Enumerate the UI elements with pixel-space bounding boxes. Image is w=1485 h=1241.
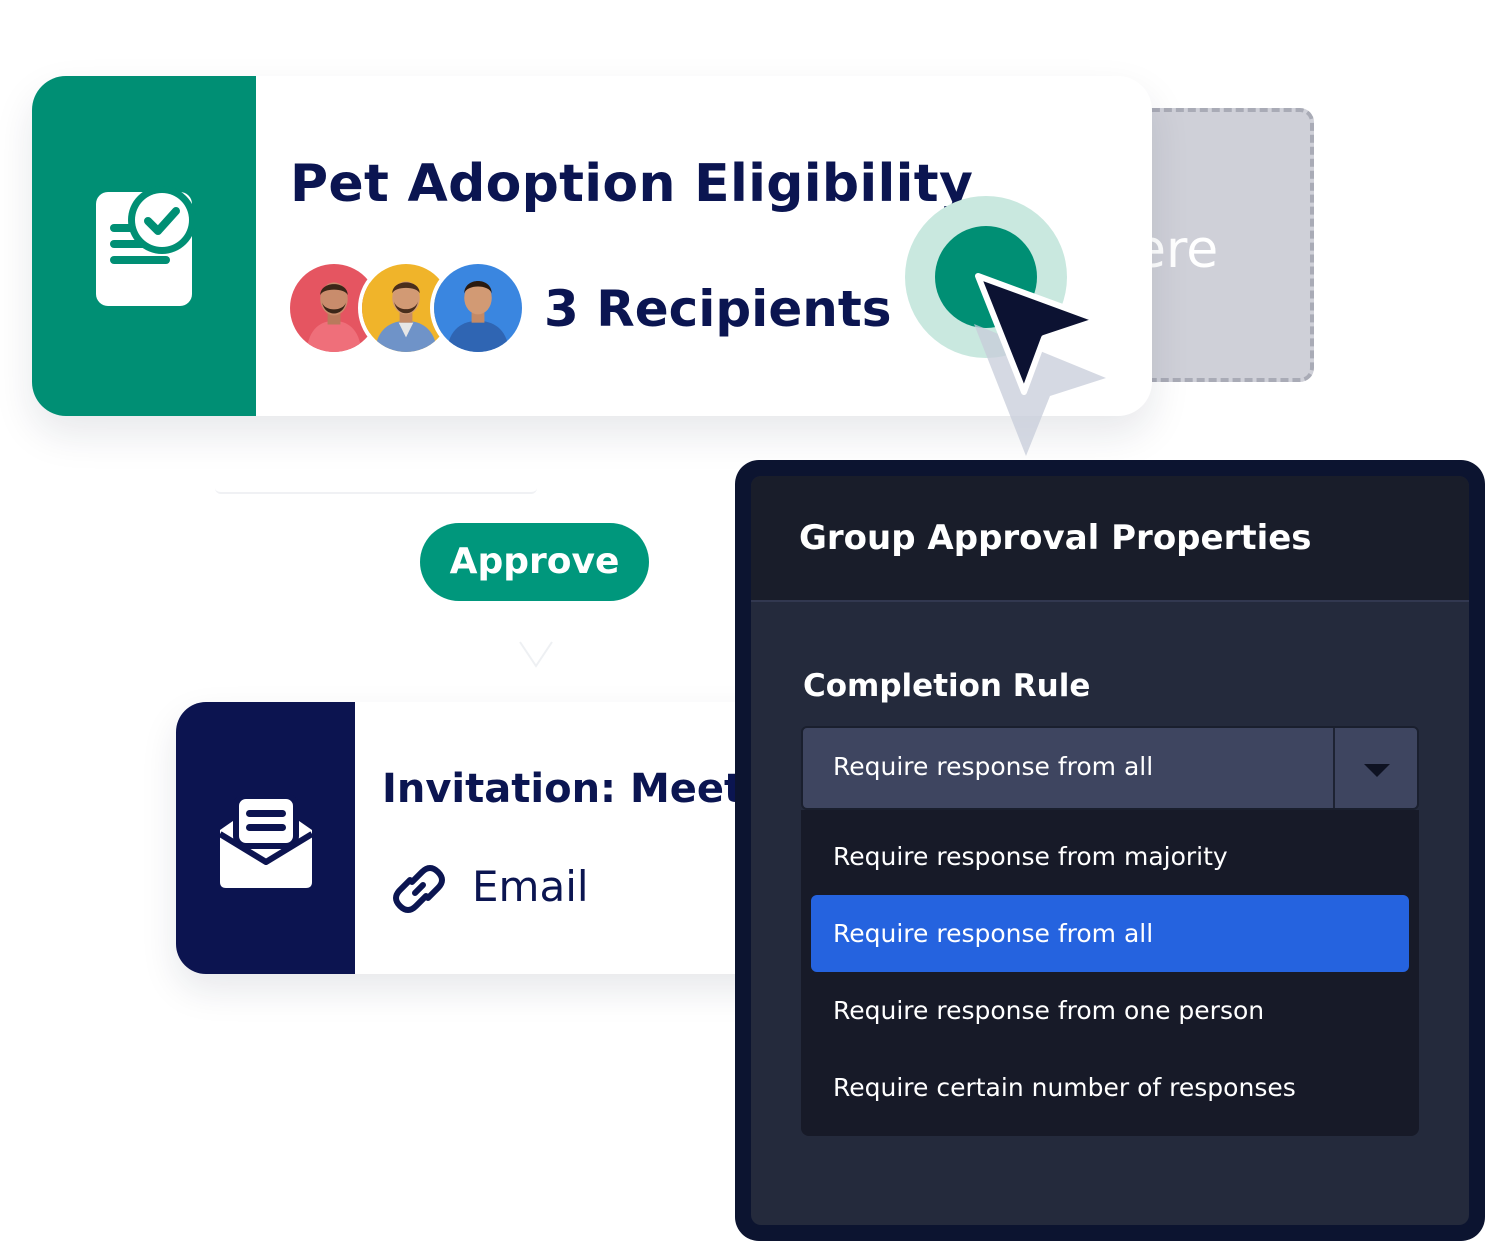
form-check-icon xyxy=(96,186,196,306)
mouse-pointer-icon xyxy=(975,273,1101,395)
option-all[interactable]: Require response from all xyxy=(811,895,1409,972)
form-title: Pet Adoption Eligibility xyxy=(290,154,974,214)
email-card[interactable]: Invitation: Meet u Email xyxy=(176,702,816,974)
email-card-sidebar xyxy=(176,702,355,974)
panel-title: Group Approval Properties xyxy=(799,518,1312,558)
option-one-person[interactable]: Require response from one person xyxy=(833,996,1265,1025)
properties-panel-body: Group Approval Properties Completion Rul… xyxy=(751,476,1469,1225)
completion-rule-options: Require response from majority Require r… xyxy=(801,810,1419,1136)
completion-rule-value: Require response from all xyxy=(833,752,1154,781)
link-icon xyxy=(393,865,445,913)
flow-connector xyxy=(215,488,537,494)
email-channel-label: Email xyxy=(472,862,589,911)
approve-button[interactable]: Approve xyxy=(420,523,649,601)
flow-arrow-icon xyxy=(519,641,553,668)
recipient-avatars[interactable] xyxy=(286,260,536,356)
option-certain-number[interactable]: Require certain number of responses xyxy=(833,1073,1296,1102)
completion-rule-label: Completion Rule xyxy=(803,668,1091,704)
person-avatar-icon xyxy=(434,264,522,352)
form-card-sidebar xyxy=(32,76,256,416)
properties-panel-header: Group Approval Properties xyxy=(751,476,1469,602)
invitation-title: Invitation: Meet u xyxy=(382,766,786,812)
chevron-down-icon[interactable] xyxy=(1333,728,1417,808)
completion-rule-select[interactable]: Require response from all xyxy=(801,726,1419,810)
envelope-open-icon xyxy=(218,793,314,888)
recipients-count[interactable]: 3 Recipients xyxy=(544,280,892,338)
properties-panel: Group Approval Properties Completion Rul… xyxy=(735,460,1485,1241)
option-majority[interactable]: Require response from majority xyxy=(833,842,1228,871)
avatar xyxy=(430,260,526,356)
